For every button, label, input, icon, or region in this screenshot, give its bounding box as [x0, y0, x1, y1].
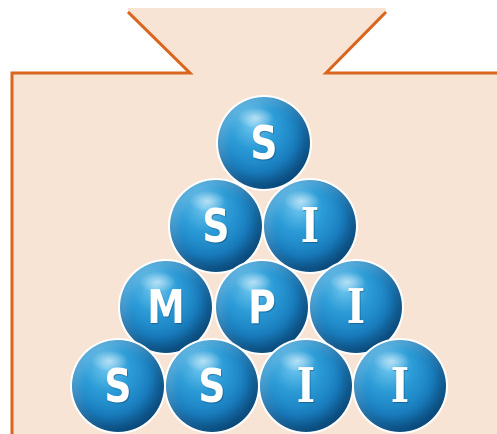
container-right-edge — [322, 10, 497, 75]
ball-row1-1: S — [216, 95, 312, 191]
ball-letter: I — [300, 198, 320, 254]
ball-row4-1: S — [70, 338, 166, 434]
container-left-edge — [10, 10, 194, 434]
ball-row3-3: I — [308, 259, 404, 355]
ball-row4-3: I — [258, 338, 354, 434]
ball-letter: S — [104, 359, 132, 413]
ball-row3-2: P — [214, 259, 310, 355]
ball-row2-2: I — [262, 178, 358, 274]
ball-letter: I — [390, 358, 410, 414]
ball-letter: S — [202, 199, 230, 253]
ball-letter: P — [248, 280, 276, 334]
ball-letter: I — [346, 279, 366, 335]
ball-letter: M — [147, 280, 185, 334]
ball-letter: I — [296, 358, 316, 414]
ball-row3-1: M — [118, 259, 214, 355]
ball-row4-2: S — [164, 338, 260, 434]
ball-row4-4: I — [352, 338, 448, 434]
ball-letter: S — [198, 359, 226, 413]
ball-row2-1: S — [168, 178, 264, 274]
ball-letter: S — [250, 116, 278, 170]
